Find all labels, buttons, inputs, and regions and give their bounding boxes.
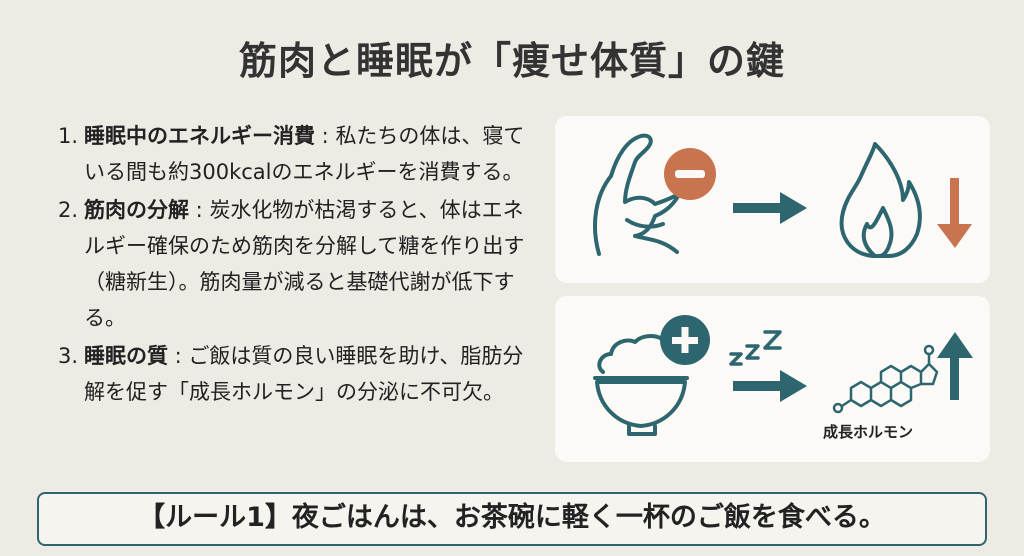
growth-hormone-label: 成長ホルモン — [823, 423, 914, 441]
arrow-up-icon — [937, 332, 973, 400]
item-number: 1. — [58, 124, 79, 148]
list-item: 3. 睡眠の質 : ご飯は質の良い睡眠を助け、脂肪分解を促す「成長ホルモン」の分… — [58, 338, 528, 410]
muscle-loss-card — [555, 116, 990, 283]
sleep-zzz-icon — [729, 330, 782, 366]
item-text: 炭水化物が枯渇すると、体はエネルギー確保のため筋肉を分解して糖を作り出す（糖新生… — [84, 198, 525, 330]
item-separator: : — [315, 124, 336, 148]
steroid-molecule-icon — [832, 344, 939, 414]
item-heading: 筋肉の分解 — [84, 198, 189, 222]
item-text: ご飯は質の良い睡眠を助け、脂肪分解を促す「成長ホルモン」の分泌に不可欠。 — [84, 344, 524, 404]
points-list: 1. 睡眠中のエネルギー消費 : 私たちの体は、寝ている間も約300kcalのエ… — [58, 118, 528, 412]
item-separator: : — [189, 198, 210, 222]
list-item: 1. 睡眠中のエネルギー消費 : 私たちの体は、寝ている間も約300kcalのエ… — [58, 118, 528, 190]
rice-sleep-card: 成長ホルモン — [555, 296, 990, 462]
item-text: 私たちの体は、寝ている間も約300kcalのエネルギーを消費する。 — [84, 124, 525, 184]
flame-icon — [839, 142, 922, 258]
arrow-right-icon — [733, 192, 807, 224]
arrow-down-icon — [937, 178, 972, 248]
item-number: 3. — [58, 344, 79, 368]
item-number: 2. — [58, 198, 79, 222]
item-heading: 睡眠中のエネルギー消費 — [84, 124, 315, 148]
page-title: 筋肉と睡眠が「痩せ体質」の鍵 — [238, 39, 785, 83]
rule-banner: 【ルール1】夜ごはんは、お茶碗に軽く一杯のご飯を食べる。 — [37, 492, 987, 546]
item-separator: : — [168, 344, 189, 368]
item-heading: 睡眠の質 — [84, 344, 168, 368]
arrow-right-icon — [733, 370, 807, 402]
muscle-icon — [593, 133, 682, 256]
minus-icon — [664, 148, 716, 200]
list-item: 2. 筋肉の分解 : 炭水化物が枯渇すると、体はエネルギー確保のため筋肉を分解し… — [58, 192, 528, 336]
plus-icon — [660, 315, 710, 365]
